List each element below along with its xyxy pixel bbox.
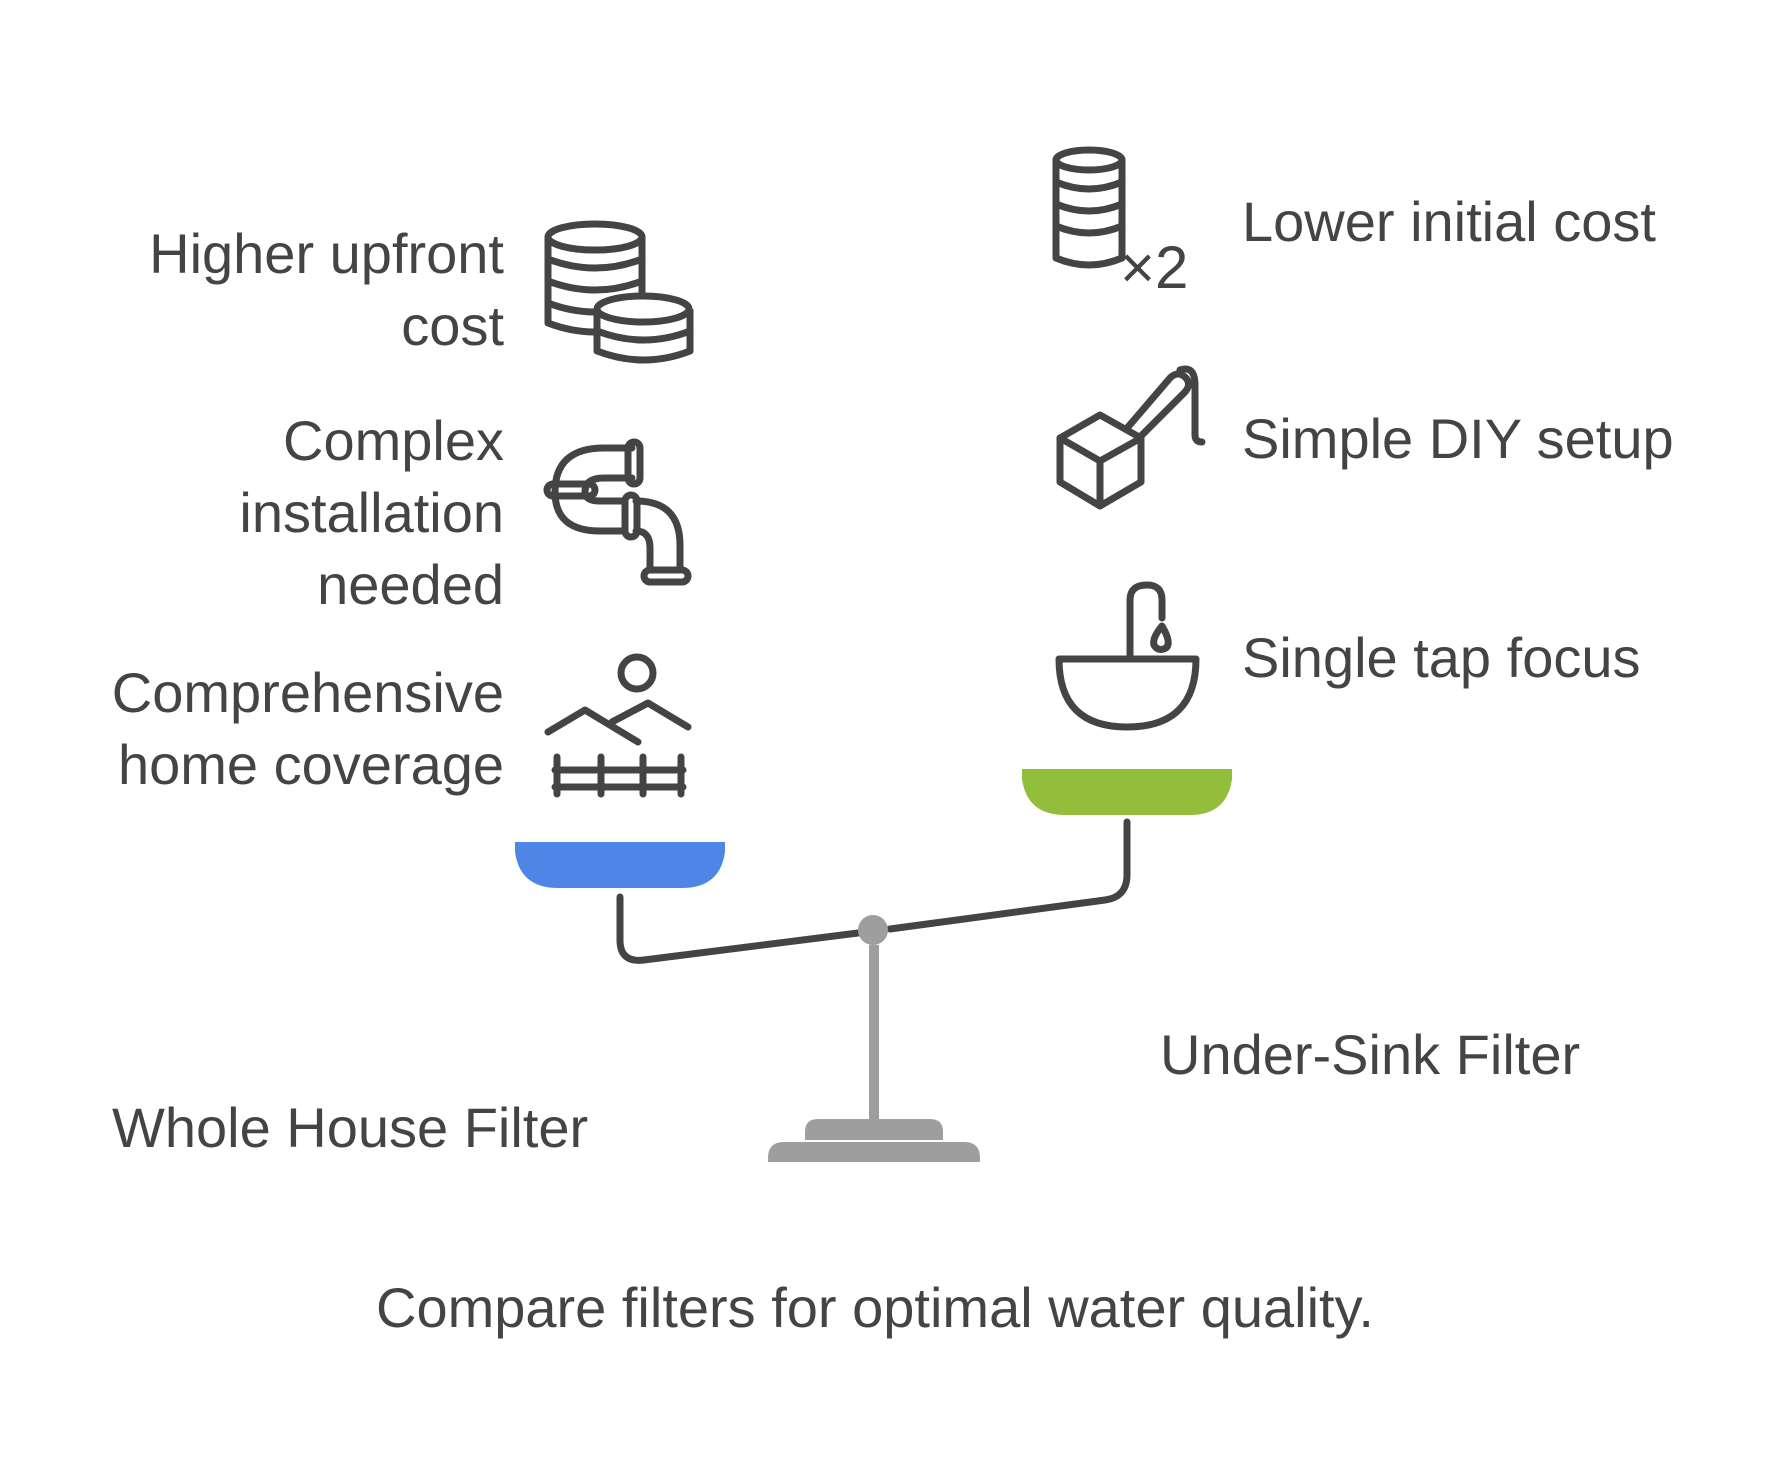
right-pan — [1022, 769, 1232, 815]
pipe-icon — [543, 438, 692, 586]
left-title: Whole House Filter — [112, 1096, 589, 1159]
right-item-label: Single tap focus — [1242, 626, 1641, 689]
landscape-fence-icon — [544, 653, 692, 798]
left-item-label: Higher upfront cost — [149, 222, 504, 357]
right-item-label: Simple DIY setup — [1242, 407, 1674, 470]
scale-beam — [616, 818, 1131, 964]
diagram-caption: Compare filters for optimal water qualit… — [376, 1276, 1374, 1339]
left-pan — [515, 842, 725, 888]
box-tool-icon — [1056, 365, 1206, 510]
scale-stand — [768, 945, 980, 1162]
right-title: Under-Sink Filter — [1160, 1023, 1581, 1086]
left-item-label: Complex installation needed — [239, 409, 504, 616]
coin-stacks-icon — [544, 220, 694, 364]
right-item-label: Lower initial cost — [1242, 190, 1656, 253]
sink-tap-icon — [1055, 581, 1200, 731]
left-item-label: Comprehensive home coverage — [111, 661, 504, 796]
multiplier-label: ×2 — [1120, 234, 1188, 301]
coin-stack-x2-icon: ×2 — [1052, 146, 1188, 301]
